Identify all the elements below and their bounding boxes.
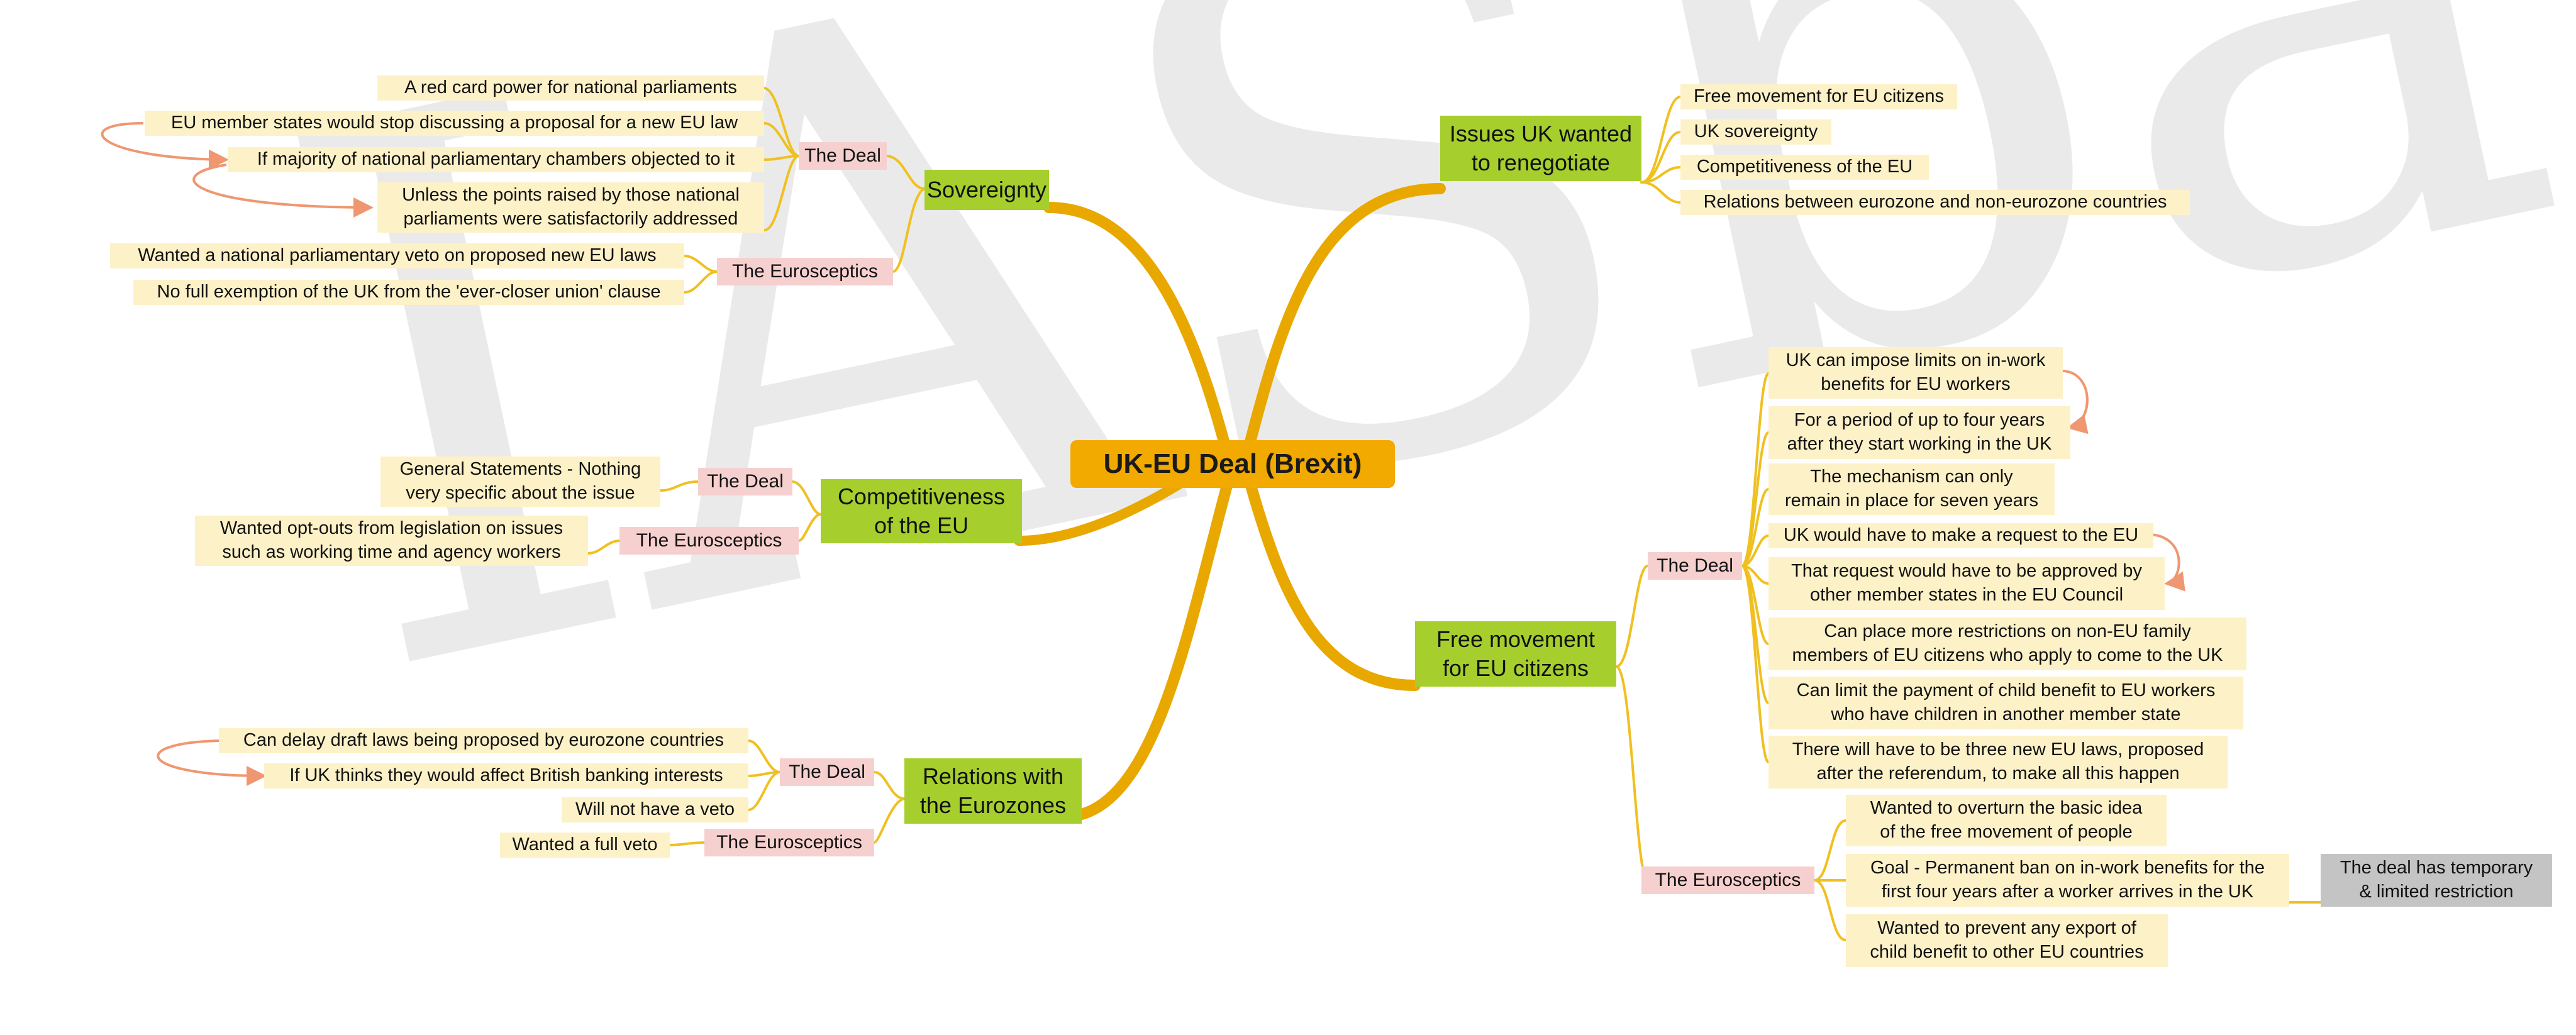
trunk-free-movement	[1246, 482, 1421, 691]
group-sovereignty-deal[interactable]: The Deal	[799, 142, 887, 170]
topic-competitiveness[interactable]: Competitiveness of the EU	[821, 479, 1022, 543]
leaf-sovereignty-deal-3[interactable]: If majority of national parliamentary ch…	[228, 147, 764, 172]
leaf-sovereignty-eurosceptics-1[interactable]: Wanted a national parliamentary veto on …	[110, 243, 684, 268]
leaf-issue-competitiveness[interactable]: Competitiveness of the EU	[1680, 155, 1929, 180]
leaf-eurozones-eurosceptics-1[interactable]: Wanted a full veto	[500, 833, 670, 858]
topic-sovereignty[interactable]: Sovereignty	[924, 170, 1049, 210]
group-competitiveness-deal[interactable]: The Deal	[698, 468, 792, 495]
group-eurozones-deal[interactable]: The Deal	[780, 758, 874, 786]
group-sovereignty-eurosceptics[interactable]: The Eurosceptics	[717, 258, 893, 285]
arrow-sov-2	[192, 163, 374, 218]
leaf-free-movement-deal-4[interactable]: UK would have to make a request to the E…	[1768, 523, 2153, 548]
group-free-movement-eurosceptics[interactable]: The Eurosceptics	[1641, 866, 1814, 894]
leaf-issue-free-movement[interactable]: Free movement for EU citizens	[1680, 84, 1957, 109]
leaf-sovereignty-deal-1[interactable]: A red card power for national parliament…	[377, 75, 764, 101]
topic-eurozones[interactable]: Relations with the Eurozones	[904, 758, 1082, 824]
leaf-sovereignty-deal-4[interactable]: Unless the points raised by those nation…	[377, 182, 764, 233]
leaf-free-movement-eurosceptics-1[interactable]: Wanted to overturn the basic idea of the…	[1846, 795, 2167, 846]
arrow-sov-1	[101, 122, 229, 170]
group-eurozones-eurosceptics[interactable]: The Eurosceptics	[704, 829, 874, 856]
leaf-eurozones-deal-1[interactable]: Can delay draft laws being proposed by e…	[219, 728, 748, 753]
leaf-eurozones-deal-2[interactable]: If UK thinks they would affect British b…	[264, 763, 748, 789]
note-temporary-restriction[interactable]: The deal has temporary & limited restric…	[2321, 854, 2552, 907]
trunk-eurozones	[1076, 482, 1232, 820]
leaf-free-movement-deal-7[interactable]: Can limit the payment of child benefit t…	[1768, 677, 2243, 729]
leaf-free-movement-deal-5[interactable]: That request would have to be approved b…	[1768, 557, 2165, 610]
leaf-free-movement-deal-2[interactable]: For a period of up to four years after t…	[1768, 406, 2070, 459]
leaf-free-movement-deal-3[interactable]: The mechanism can only remain in place f…	[1768, 463, 2055, 515]
topic-issues-uk-wanted-to-renegotiate[interactable]: Issues UK wanted to renegotiate	[1440, 116, 1641, 181]
leaf-free-movement-eurosceptics-2[interactable]: Goal - Permanent ban on in-work benefits…	[1846, 854, 2289, 907]
group-free-movement-deal[interactable]: The Deal	[1648, 552, 1742, 580]
leaf-sovereignty-deal-2[interactable]: EU member states would stop discussing a…	[145, 111, 764, 136]
leaf-competitiveness-eurosceptics-1[interactable]: Wanted opt-outs from legislation on issu…	[195, 516, 588, 566]
arrow-fm-2	[2150, 533, 2185, 592]
leaf-free-movement-deal-6[interactable]: Can place more restrictions on non-EU fa…	[1768, 617, 2246, 670]
leaf-free-movement-eurosceptics-3[interactable]: Wanted to prevent any export of child be…	[1846, 914, 2168, 967]
leaf-issue-uk-sovereignty[interactable]: UK sovereignty	[1680, 119, 1831, 145]
central-topic[interactable]: UK-EU Deal (Brexit)	[1070, 440, 1395, 488]
leaf-eurozones-deal-3[interactable]: Will not have a veto	[562, 797, 748, 822]
group-competitiveness-eurosceptics[interactable]: The Eurosceptics	[619, 527, 799, 555]
leaf-free-movement-deal-1[interactable]: UK can impose limits on in-work benefits…	[1768, 347, 2063, 399]
trunk-sovereignty	[1043, 202, 1235, 468]
arrow-ez-1	[157, 739, 267, 786]
trunk-issues	[1243, 183, 1446, 455]
leaf-free-movement-deal-8[interactable]: There will have to be three new EU laws,…	[1768, 736, 2228, 789]
arrow-fm-1	[2062, 370, 2089, 434]
leaf-issue-eurozone-relations[interactable]: Relations between eurozone and non-euroz…	[1680, 190, 2190, 215]
leaf-competitiveness-deal-1[interactable]: General Statements - Nothing very specif…	[380, 457, 660, 507]
topic-free-movement[interactable]: Free movement for EU citizens	[1415, 621, 1616, 687]
leaf-sovereignty-eurosceptics-2[interactable]: No full exemption of the UK from the 'ev…	[133, 280, 684, 305]
